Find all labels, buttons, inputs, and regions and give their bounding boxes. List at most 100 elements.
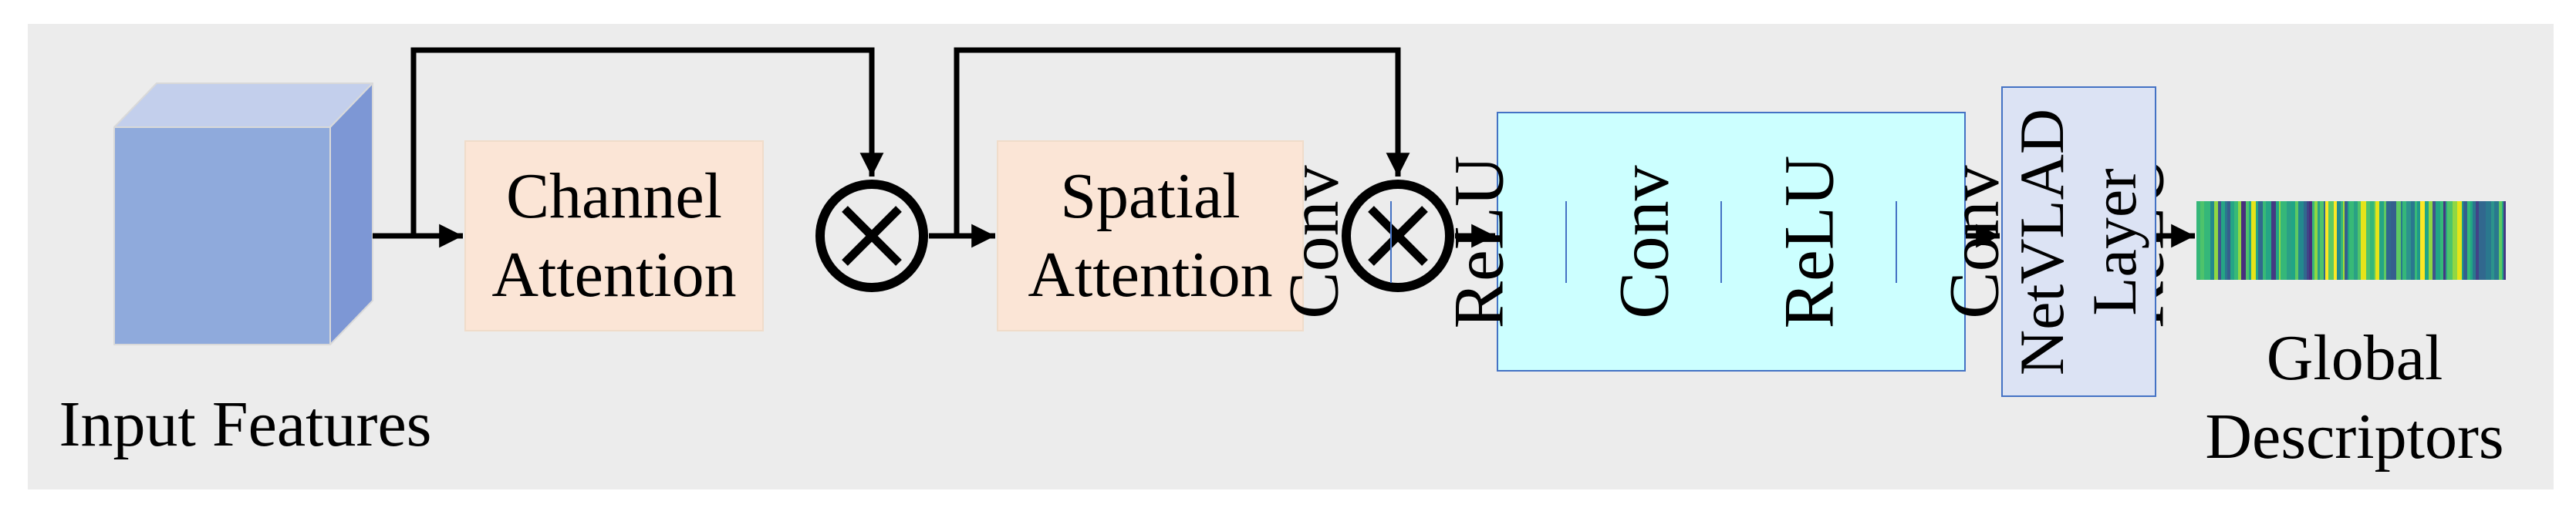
descriptor-stripe (2443, 201, 2446, 280)
descriptor-stripe (2210, 201, 2215, 280)
descriptor-stripe (2347, 201, 2350, 280)
descriptor-stripe (2245, 201, 2249, 280)
descriptor-stripe (2287, 201, 2291, 280)
descriptor-stripe (2257, 201, 2263, 280)
multiply-icon-1 (815, 180, 928, 292)
descriptor-stripe (2220, 201, 2226, 280)
descriptor-stripe (2227, 201, 2230, 280)
relu-layer-2: ReLU (1720, 155, 1896, 328)
channel-attention-box: Channel Attention (464, 140, 764, 331)
descriptor-stripe (2391, 201, 2397, 280)
input-features-label: Input Features (59, 388, 432, 460)
descriptor-stripe (2436, 201, 2440, 280)
descriptor-stripe (2503, 201, 2506, 280)
descriptor-stripe (2233, 201, 2238, 280)
descriptor-stripe (2439, 201, 2443, 280)
descriptor-stripe (2502, 201, 2504, 280)
descriptor-stripe (2333, 201, 2337, 280)
conv-layer-1: Conv (1274, 164, 1353, 319)
descriptor-stripe (2319, 201, 2324, 280)
descriptor-stripe (2498, 201, 2503, 280)
descriptor-stripe (2432, 201, 2436, 280)
descriptor-stripe (2424, 201, 2429, 280)
descriptor-stripe (2336, 201, 2341, 280)
descriptor-stripe (2415, 201, 2417, 280)
descriptor-stripe (2349, 201, 2354, 280)
descriptor-stripe (2281, 201, 2284, 280)
descriptor-stripe (2255, 201, 2258, 280)
descriptor-stripe (2275, 201, 2279, 280)
descriptor-stripe (2304, 201, 2308, 280)
descriptor-stripe (2479, 201, 2483, 280)
multiply-icon-2 (1342, 180, 1454, 292)
descriptor-stripe (2410, 201, 2416, 280)
netvlad-layer-label: NetVLAD Layer (2007, 108, 2150, 375)
descriptor-stripe (2291, 201, 2295, 280)
conv-layer-2: Conv (1565, 165, 1720, 318)
descriptor-stripe (2230, 201, 2234, 280)
descriptor-stripe (2262, 201, 2267, 280)
descriptor-stripe (2385, 201, 2392, 280)
descriptor-stripe (2225, 201, 2228, 280)
descriptor-stripe (2482, 201, 2487, 280)
descriptor-stripe (2353, 201, 2358, 280)
descriptor-stripe (2419, 201, 2425, 280)
descriptor-stripe (2402, 201, 2407, 280)
descriptor-stripe (2203, 201, 2209, 280)
descriptor-stripe (2456, 201, 2463, 280)
descriptor-stripe (2416, 201, 2420, 280)
descriptor-stripe (2278, 201, 2281, 280)
descriptor-stripe (2298, 201, 2304, 280)
descriptor-stripe (2375, 201, 2380, 280)
descriptor-stripe (2217, 201, 2221, 280)
skip-connection-1 (410, 47, 884, 236)
descriptor-stripe (2467, 201, 2471, 280)
descriptor-stripe (2208, 201, 2211, 280)
spatial-attention-box: Spatial Attention (997, 140, 1304, 331)
descriptor-stripe (2357, 201, 2362, 280)
descriptor-stripe (2383, 201, 2386, 280)
global-descriptors-label: Global Descriptors (2205, 322, 2504, 473)
conv-relu-stack: Conv ReLU Conv ReLU Conv ReLU (1274, 112, 2179, 372)
descriptor-stripe (2406, 201, 2411, 280)
descriptor-stripe (2250, 201, 2256, 280)
descriptor-stripe (2214, 201, 2218, 280)
descriptor-stripe (2470, 201, 2473, 280)
descriptor-stripe (2400, 201, 2403, 280)
descriptor-stripe (2311, 201, 2315, 280)
channel-attention-label: Channel Attention (491, 160, 737, 311)
descriptor-stripe (2373, 201, 2376, 280)
relu-layer-1: ReLU (1390, 155, 1565, 328)
netvlad-layer-box: NetVLAD Layer (2001, 86, 2156, 397)
descriptor-stripe (2248, 201, 2251, 280)
descriptor-stripe (2463, 201, 2468, 280)
descriptor-stripe (2307, 201, 2309, 280)
descriptor-bar (2196, 201, 2506, 280)
descriptor-stripe (2270, 201, 2276, 280)
descriptor-stripe (2266, 201, 2271, 280)
descriptor-stripe (2345, 201, 2348, 280)
descriptor-stripe (2462, 201, 2464, 280)
descriptor-stripe (2447, 201, 2453, 280)
descriptor-stripe (2314, 201, 2318, 280)
descriptor-stripe (2323, 201, 2326, 280)
cube-top-face (113, 82, 373, 128)
descriptor-stripe (2365, 201, 2370, 280)
descriptor-stripe (2325, 201, 2329, 280)
descriptor-stripe (2453, 201, 2457, 280)
descriptor-stripe (2237, 201, 2241, 280)
spatial-attention-label: Spatial Attention (1028, 160, 1273, 311)
descriptor-stripe (2429, 201, 2433, 280)
cube-side-face (329, 82, 373, 345)
descriptor-stripe (2379, 201, 2384, 280)
descriptor-stripe (2200, 201, 2204, 280)
descriptor-stripe (2361, 201, 2366, 280)
descriptor-stripe (2476, 201, 2480, 280)
descriptor-stripe (2317, 201, 2320, 280)
descriptor-stripe (2328, 201, 2334, 280)
descriptor-stripe (2343, 201, 2345, 280)
descriptor-stripe (2396, 201, 2401, 280)
descriptor-stripe (2494, 201, 2499, 280)
